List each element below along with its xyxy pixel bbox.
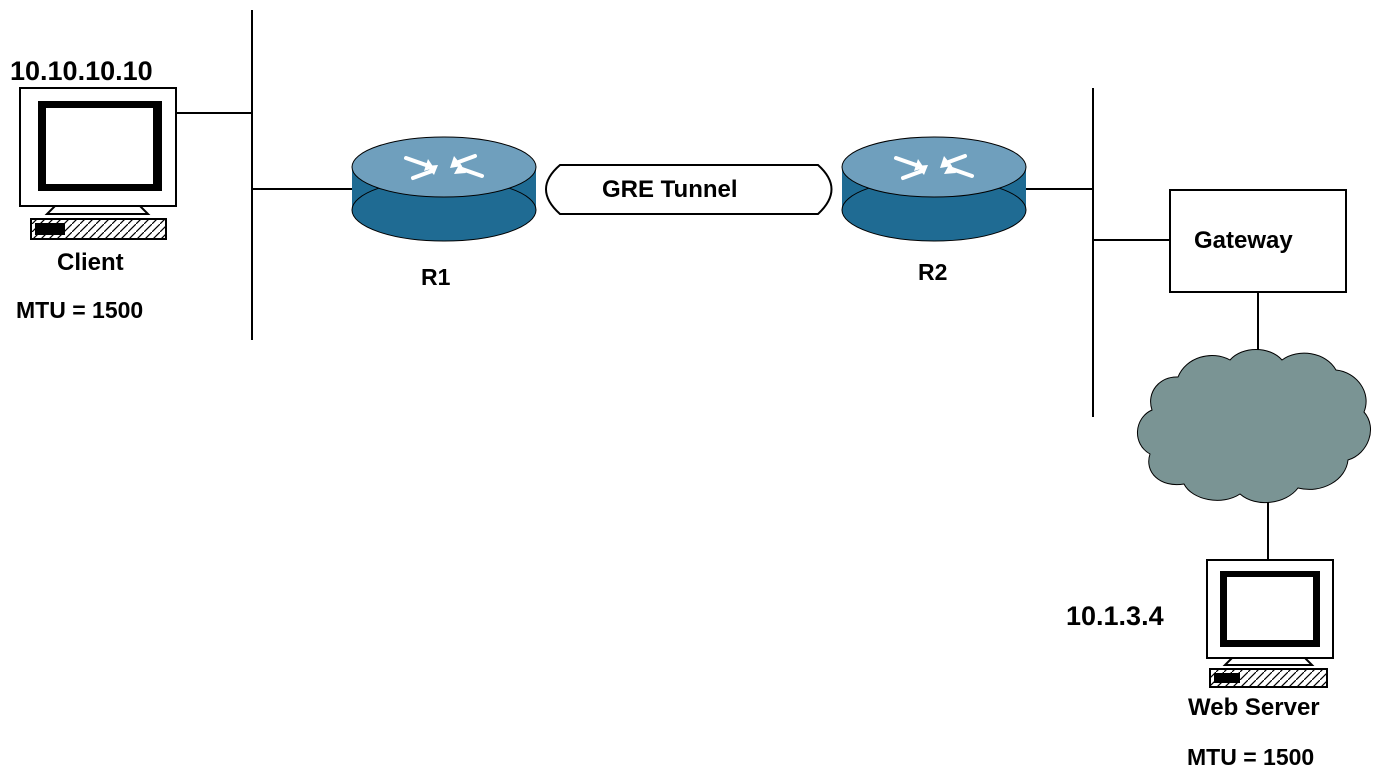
r2-label: R2 — [918, 259, 947, 285]
client-mtu-label: MTU = 1500 — [16, 297, 143, 323]
client-name-label: Client — [57, 249, 124, 276]
server-mtu-label: MTU = 1500 — [1187, 744, 1314, 770]
web-server-name-label: Web Server — [1188, 694, 1320, 721]
client-computer-icon — [19, 87, 177, 240]
router-r1-icon — [351, 136, 537, 242]
gre-tunnel-shape — [545, 164, 833, 215]
router-r2-icon — [841, 136, 1027, 242]
gre-tunnel-label: GRE Tunnel — [602, 176, 738, 203]
r1-label: R1 — [421, 264, 451, 290]
web-server-computer-icon — [1206, 559, 1334, 688]
gateway-label: Gateway — [1194, 227, 1293, 254]
client-ip-label: 10.10.10.10 — [10, 56, 153, 86]
gateway-box — [1169, 189, 1347, 293]
internet-cloud-icon — [1137, 349, 1372, 504]
server-ip-label: 10.1.3.4 — [1066, 601, 1164, 631]
